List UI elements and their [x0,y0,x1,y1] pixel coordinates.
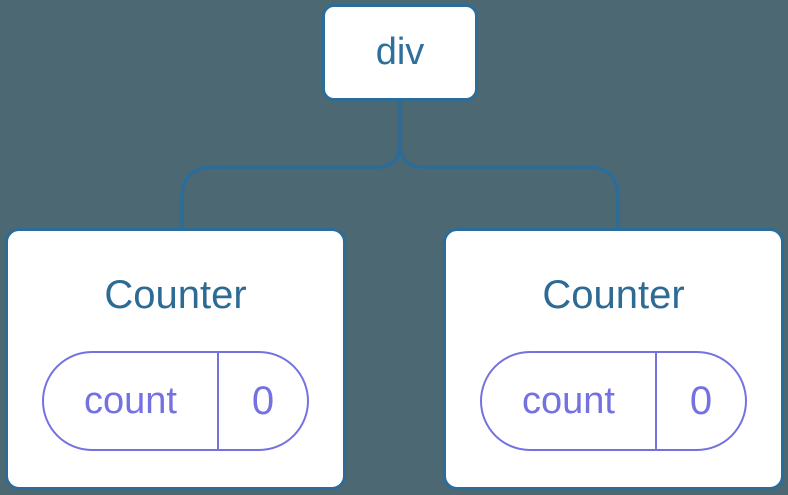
connector-branch-left [180,143,402,230]
root-node-label: div [375,31,425,73]
counter-card: Counter count 0 [5,228,346,490]
connector-branch-right [398,143,620,230]
state-value: 0 [251,378,275,423]
counter-title: Counter [542,273,685,317]
state-pill: count 0 [42,351,309,451]
root-node: div [322,4,478,101]
counter-title: Counter [104,273,247,317]
counter-card: Counter count 0 [443,228,784,490]
state-value: 0 [689,378,713,423]
state-key: count [84,379,177,422]
pill-divider [217,353,219,449]
state-pill: count 0 [480,351,747,451]
state-key: count [522,379,615,422]
pill-divider [655,353,657,449]
